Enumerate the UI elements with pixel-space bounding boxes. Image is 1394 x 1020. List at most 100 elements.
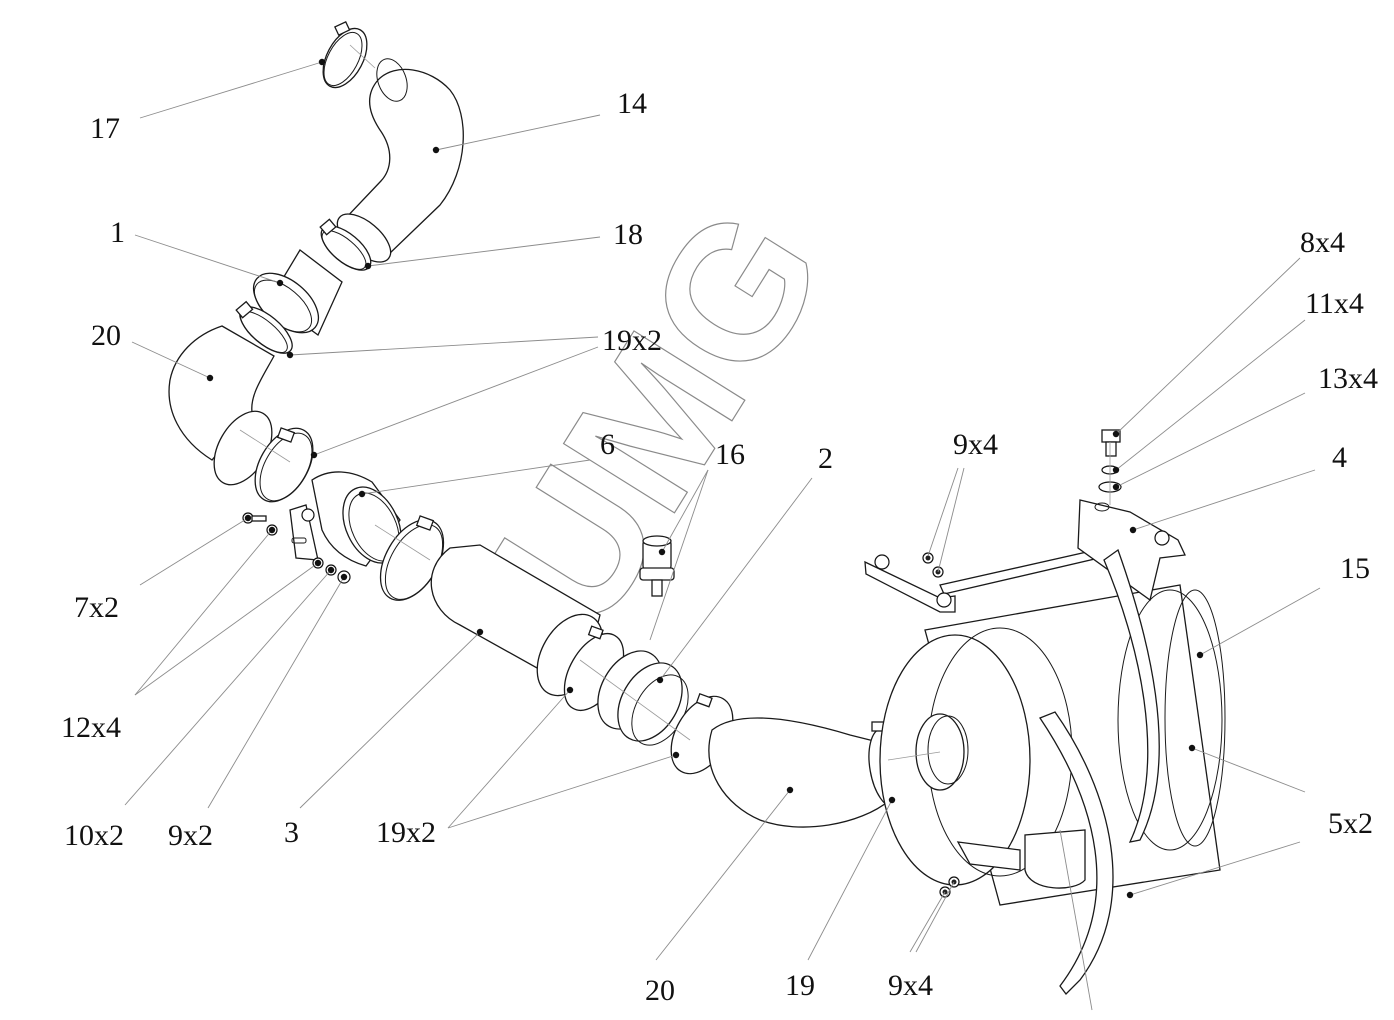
callout-5x2: 5x2 xyxy=(1328,807,1373,840)
leader-line xyxy=(1191,747,1306,793)
leader-line xyxy=(124,569,332,806)
leader-dot xyxy=(786,786,794,794)
part-4-mounting-bracket xyxy=(864,499,1186,871)
leader-dot xyxy=(566,686,574,694)
leader-dot xyxy=(1112,483,1120,491)
callout-10x2: 10x2 xyxy=(64,819,124,852)
part-19-hose-clamp-upper xyxy=(235,300,293,354)
callout-15: 15 xyxy=(1340,552,1370,585)
callout-4: 4 xyxy=(1332,441,1347,474)
callout-18: 18 xyxy=(613,218,643,251)
leader-dot xyxy=(1112,430,1120,438)
leader-line xyxy=(937,467,965,573)
leader-line xyxy=(134,529,273,696)
leader-dot xyxy=(358,490,366,498)
leader-line xyxy=(207,576,345,809)
callout-20-lower: 20 xyxy=(645,974,675,1007)
callout-1: 1 xyxy=(110,216,125,249)
leader-line xyxy=(361,459,591,495)
leader-line xyxy=(435,114,601,151)
callout-2: 2 xyxy=(818,442,833,475)
callout-11x4: 11x4 xyxy=(1305,287,1364,320)
leader-line xyxy=(909,891,946,953)
assembly-axis-lines xyxy=(239,44,1111,761)
leader-dot xyxy=(672,751,680,759)
leader-line xyxy=(927,467,959,557)
leader-line xyxy=(139,61,323,119)
part-15-air-filter-housing xyxy=(879,584,1226,906)
part-17-hose-clamp xyxy=(322,20,368,89)
leader-line xyxy=(1115,392,1306,488)
leader-line xyxy=(1129,841,1301,896)
leader-line xyxy=(915,881,955,953)
leader-lines xyxy=(124,61,1321,1011)
leader-dot xyxy=(1188,744,1196,752)
leader-line xyxy=(134,234,281,284)
leader-dot xyxy=(314,559,322,567)
callout-19x2-upper: 19x2 xyxy=(602,324,662,357)
part-16-sensor xyxy=(639,535,675,597)
leader-dot xyxy=(476,628,484,636)
leader-dot xyxy=(268,526,276,534)
leader-line xyxy=(313,346,599,456)
leader-line xyxy=(289,336,599,356)
callout-8x4: 8x4 xyxy=(1300,226,1345,259)
callout-9x4-upper: 9x4 xyxy=(953,428,998,461)
leader-dot xyxy=(656,676,664,684)
leader-line xyxy=(661,469,709,553)
leader-dot xyxy=(244,514,252,522)
leader-line xyxy=(299,631,481,809)
leader-dot xyxy=(276,279,284,287)
leader-dot xyxy=(206,374,214,382)
leader-dot xyxy=(286,351,294,359)
leader-line xyxy=(1132,469,1316,531)
leader-line xyxy=(1059,829,1093,1011)
part-19-hose-clamp-middle xyxy=(254,427,314,503)
callout-labels: 17 14 1 18 20 19x2 6 16 2 9x4 8x4 11x4 1… xyxy=(61,87,1378,1007)
leader-dot xyxy=(1129,526,1137,534)
callout-16: 16 xyxy=(715,438,745,471)
callout-7x2: 7x2 xyxy=(74,591,119,624)
leader-dot xyxy=(340,573,348,581)
leader-dot xyxy=(1126,891,1134,899)
callout-17: 17 xyxy=(90,112,120,145)
leader-dot xyxy=(1196,651,1204,659)
leader-line xyxy=(655,789,791,961)
callout-14: 14 xyxy=(617,87,647,120)
leader-line xyxy=(807,799,893,961)
leader-line xyxy=(134,562,319,696)
callout-19x2-lower: 19x2 xyxy=(376,816,436,849)
leader-line xyxy=(1199,587,1321,656)
leader-line xyxy=(1115,319,1306,471)
leader-line xyxy=(367,236,601,267)
part-14-upper-elbow-hose xyxy=(336,58,464,263)
leader-dot xyxy=(364,262,372,270)
callout-3: 3 xyxy=(284,816,299,849)
part-6-elbow-with-bracket xyxy=(289,471,402,567)
leader-dot xyxy=(888,796,896,804)
leader-line xyxy=(649,469,709,641)
leader-line xyxy=(131,341,211,379)
leader-dot xyxy=(1112,466,1120,474)
part-2-coupling xyxy=(597,650,689,746)
leader-line xyxy=(1115,257,1301,435)
callout-9x2: 9x2 xyxy=(168,819,213,852)
callout-19: 19 xyxy=(785,969,815,1002)
leader-dot xyxy=(432,146,440,154)
part-5-strap xyxy=(1039,548,1160,995)
leader-dot xyxy=(310,451,318,459)
callout-20-upper: 20 xyxy=(91,319,121,352)
leader-dot xyxy=(658,548,666,556)
callout-6: 6 xyxy=(600,428,615,461)
part-18-hose-clamp xyxy=(319,218,372,271)
leader-line xyxy=(659,477,813,681)
callout-9x4-lower: 9x4 xyxy=(888,969,933,1002)
leader-line xyxy=(447,754,677,829)
leader-dot xyxy=(318,58,326,66)
leader-dot xyxy=(327,566,335,574)
leader-line xyxy=(447,689,571,829)
callout-13x4: 13x4 xyxy=(1318,362,1378,395)
leader-line xyxy=(139,517,249,586)
callout-12x4: 12x4 xyxy=(61,711,121,744)
